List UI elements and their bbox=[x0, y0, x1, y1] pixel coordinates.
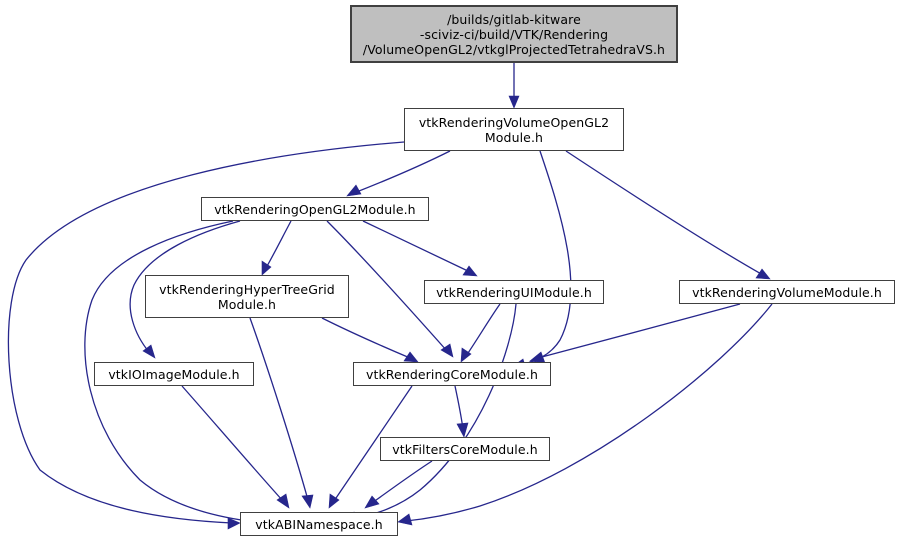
node-vtk-filters-core-module[interactable]: vtkFiltersCoreModule.h bbox=[380, 437, 550, 461]
node-root-vtkgl-projected-tetrahedra-vs[interactable]: /builds/gitlab-kitware -sciviz-ci/build/… bbox=[350, 5, 678, 63]
edge-volume-opengl2-module-to-volume-module bbox=[565, 150, 771, 280]
node-vtk-rendering-core-module[interactable]: vtkRenderingCoreModule.h bbox=[353, 362, 551, 386]
node-label: vtkRenderingHyperTreeGrid Module.h bbox=[159, 281, 335, 312]
node-vtk-rendering-ui-module[interactable]: vtkRenderingUIModule.h bbox=[424, 280, 604, 304]
edge-filters-core-module-to-abi-namespace bbox=[364, 460, 433, 509]
node-label: vtkFiltersCoreModule.h bbox=[392, 441, 538, 457]
node-label: vtkRenderingUIModule.h bbox=[436, 284, 592, 300]
node-label: vtkRenderingVolumeModule.h bbox=[692, 284, 882, 300]
node-label: vtkRenderingOpenGL2Module.h bbox=[214, 201, 416, 217]
edge-opengl2-module-to-core-module bbox=[326, 220, 454, 358]
edge-opengl2-module-to-hypertreegrid-module bbox=[261, 220, 292, 276]
node-vtk-rendering-volume-module[interactable]: vtkRenderingVolumeModule.h bbox=[679, 280, 895, 304]
edge-volume-opengl2-module-to-opengl2-module bbox=[346, 150, 451, 197]
edge-core-module-to-filters-core-module bbox=[454, 385, 469, 438]
edge-ui-module-to-abi-namespace bbox=[343, 303, 517, 524]
node-vtk-rendering-hypertreegrid-module[interactable]: vtkRenderingHyperTreeGrid Module.h bbox=[145, 275, 349, 318]
node-label: vtkRenderingVolumeOpenGL2 Module.h bbox=[418, 114, 610, 145]
node-vtk-abi-namespace[interactable]: vtkABINamespace.h bbox=[240, 512, 398, 536]
node-label: /builds/gitlab-kitware -sciviz-ci/build/… bbox=[362, 11, 666, 57]
edge-ui-module-to-core-module bbox=[460, 303, 501, 363]
node-label: vtkRenderingCoreModule.h bbox=[365, 366, 539, 382]
edge-opengl2-module-to-io-image-module bbox=[129, 220, 241, 359]
edge-volume-opengl2-module-to-abi-namespace bbox=[7, 141, 405, 530]
edge-volume-opengl2-module-to-core-module bbox=[511, 150, 572, 370]
node-label: vtkIOImageModule.h bbox=[108, 366, 240, 382]
edge-hypertreegrid-module-to-core-module bbox=[321, 317, 419, 363]
node-label: vtkABINamespace.h bbox=[255, 516, 383, 532]
edge-io-image-module-to-abi-namespace bbox=[181, 385, 290, 509]
edge-root-to-volume-opengl2-module bbox=[508, 63, 520, 109]
edge-hypertreegrid-module-to-abi-namespace bbox=[249, 317, 314, 509]
edge-core-module-to-abi-namespace bbox=[328, 385, 413, 509]
node-vtk-rendering-opengl2-module[interactable]: vtkRenderingOpenGL2Module.h bbox=[201, 197, 429, 221]
node-vtk-io-image-module[interactable]: vtkIOImageModule.h bbox=[94, 362, 254, 386]
edge-opengl2-module-to-ui-module bbox=[362, 220, 478, 277]
edge-volume-module-to-abi-namespace bbox=[397, 303, 773, 526]
edge-volume-module-to-core-module bbox=[529, 303, 741, 364]
node-vtk-rendering-volume-opengl2-module[interactable]: vtkRenderingVolumeOpenGL2 Module.h bbox=[404, 108, 624, 151]
